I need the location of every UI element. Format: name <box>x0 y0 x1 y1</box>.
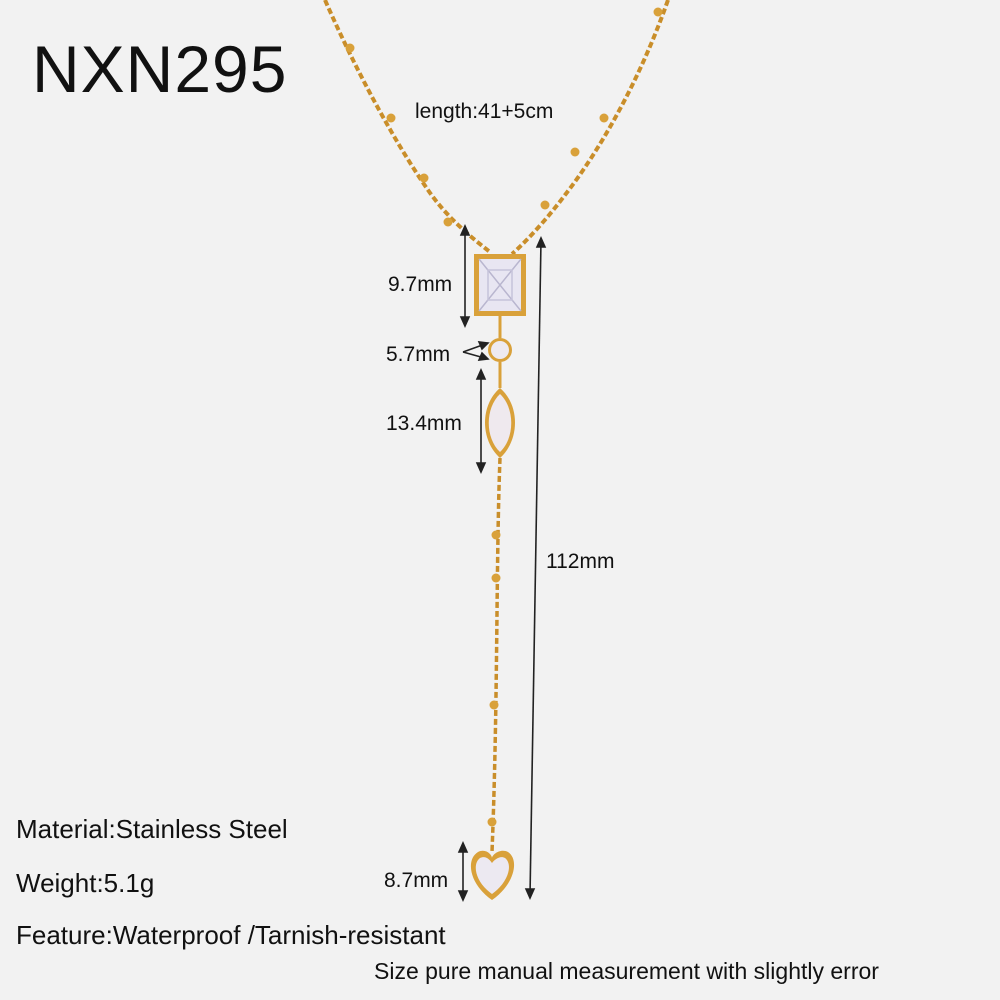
dimension-heart-stone: 8.7mm <box>384 869 449 892</box>
measure-arrows <box>457 224 547 902</box>
rectangular-stone <box>474 254 526 316</box>
product-code: NXN295 <box>32 32 288 106</box>
disclaimer: Size pure manual measurement with slight… <box>374 958 879 984</box>
dimension-round-stone: 5.7mm <box>386 343 451 366</box>
chain-left <box>323 0 492 254</box>
spec-weight: Weight:5.1g <box>16 868 155 898</box>
dimension-marquise-stone: 13.4mm <box>386 412 462 435</box>
dimension-rect-stone: 9.7mm <box>388 273 453 296</box>
marquise-stone <box>485 362 515 458</box>
length-label: length:41+5cm <box>415 100 554 123</box>
round-stone <box>488 316 512 362</box>
spec-feature: Feature:Waterproof /Tarnish-resistant <box>16 920 446 950</box>
spec-material: Material:Stainless Steel <box>16 814 288 844</box>
heart-stone <box>470 850 515 900</box>
dimension-total-drop: 112mm <box>546 550 615 573</box>
drop-chain <box>487 457 502 853</box>
chain-right <box>510 0 670 256</box>
